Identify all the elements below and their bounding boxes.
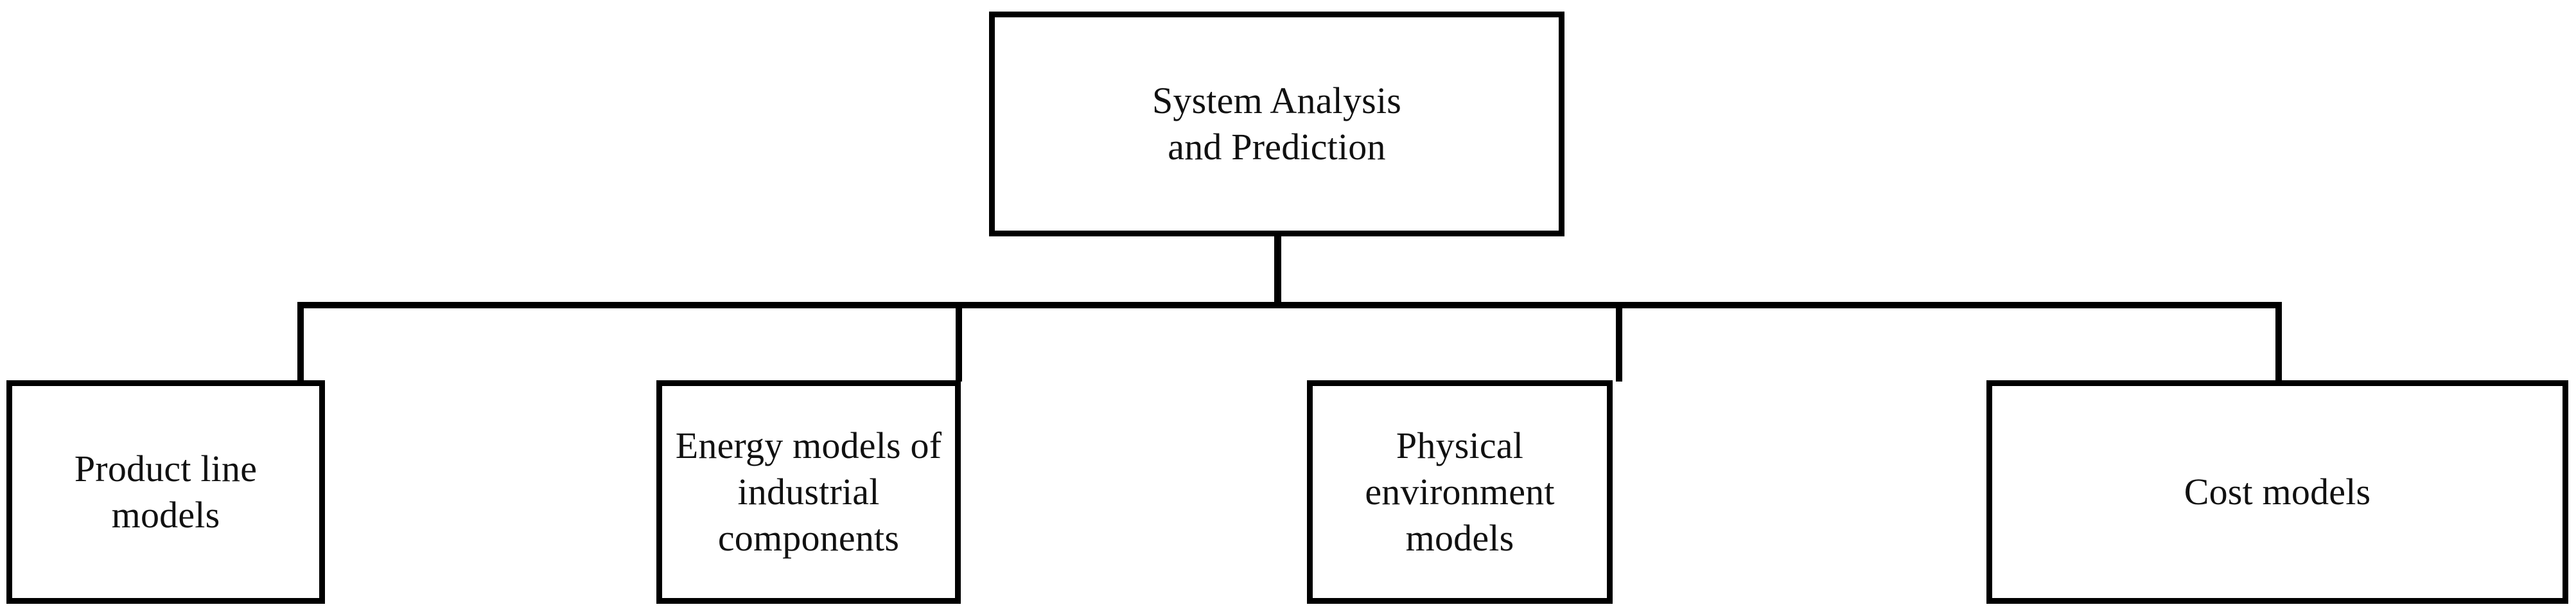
node-child-1-label: Energy models of industrial components xyxy=(675,425,942,559)
node-system-analysis-and-prediction[interactable]: System Analysis and Prediction xyxy=(989,12,1564,236)
node-product-line-models[interactable]: Product line models xyxy=(6,380,325,604)
connector-drop-to-child-1 xyxy=(956,302,962,382)
node-cost-models[interactable]: Cost models xyxy=(1986,380,2568,604)
node-child-3-label: Cost models xyxy=(2184,471,2371,513)
connector-drop-to-child-0 xyxy=(297,302,304,382)
node-child-0-label: Product line models xyxy=(74,448,258,536)
node-physical-environment-models[interactable]: Physical environment models xyxy=(1307,380,1613,604)
connector-root-stem xyxy=(1274,236,1281,308)
node-root-label: System Analysis and Prediction xyxy=(1152,80,1402,168)
connector-drop-to-child-3 xyxy=(2275,302,2282,382)
connector-drop-to-child-2 xyxy=(1616,302,1622,382)
node-child-2-label: Physical environment models xyxy=(1365,425,1555,559)
node-energy-models-of-industrial-components[interactable]: Energy models of industrial components xyxy=(656,380,961,604)
connector-horizontal-bus xyxy=(297,302,2282,308)
